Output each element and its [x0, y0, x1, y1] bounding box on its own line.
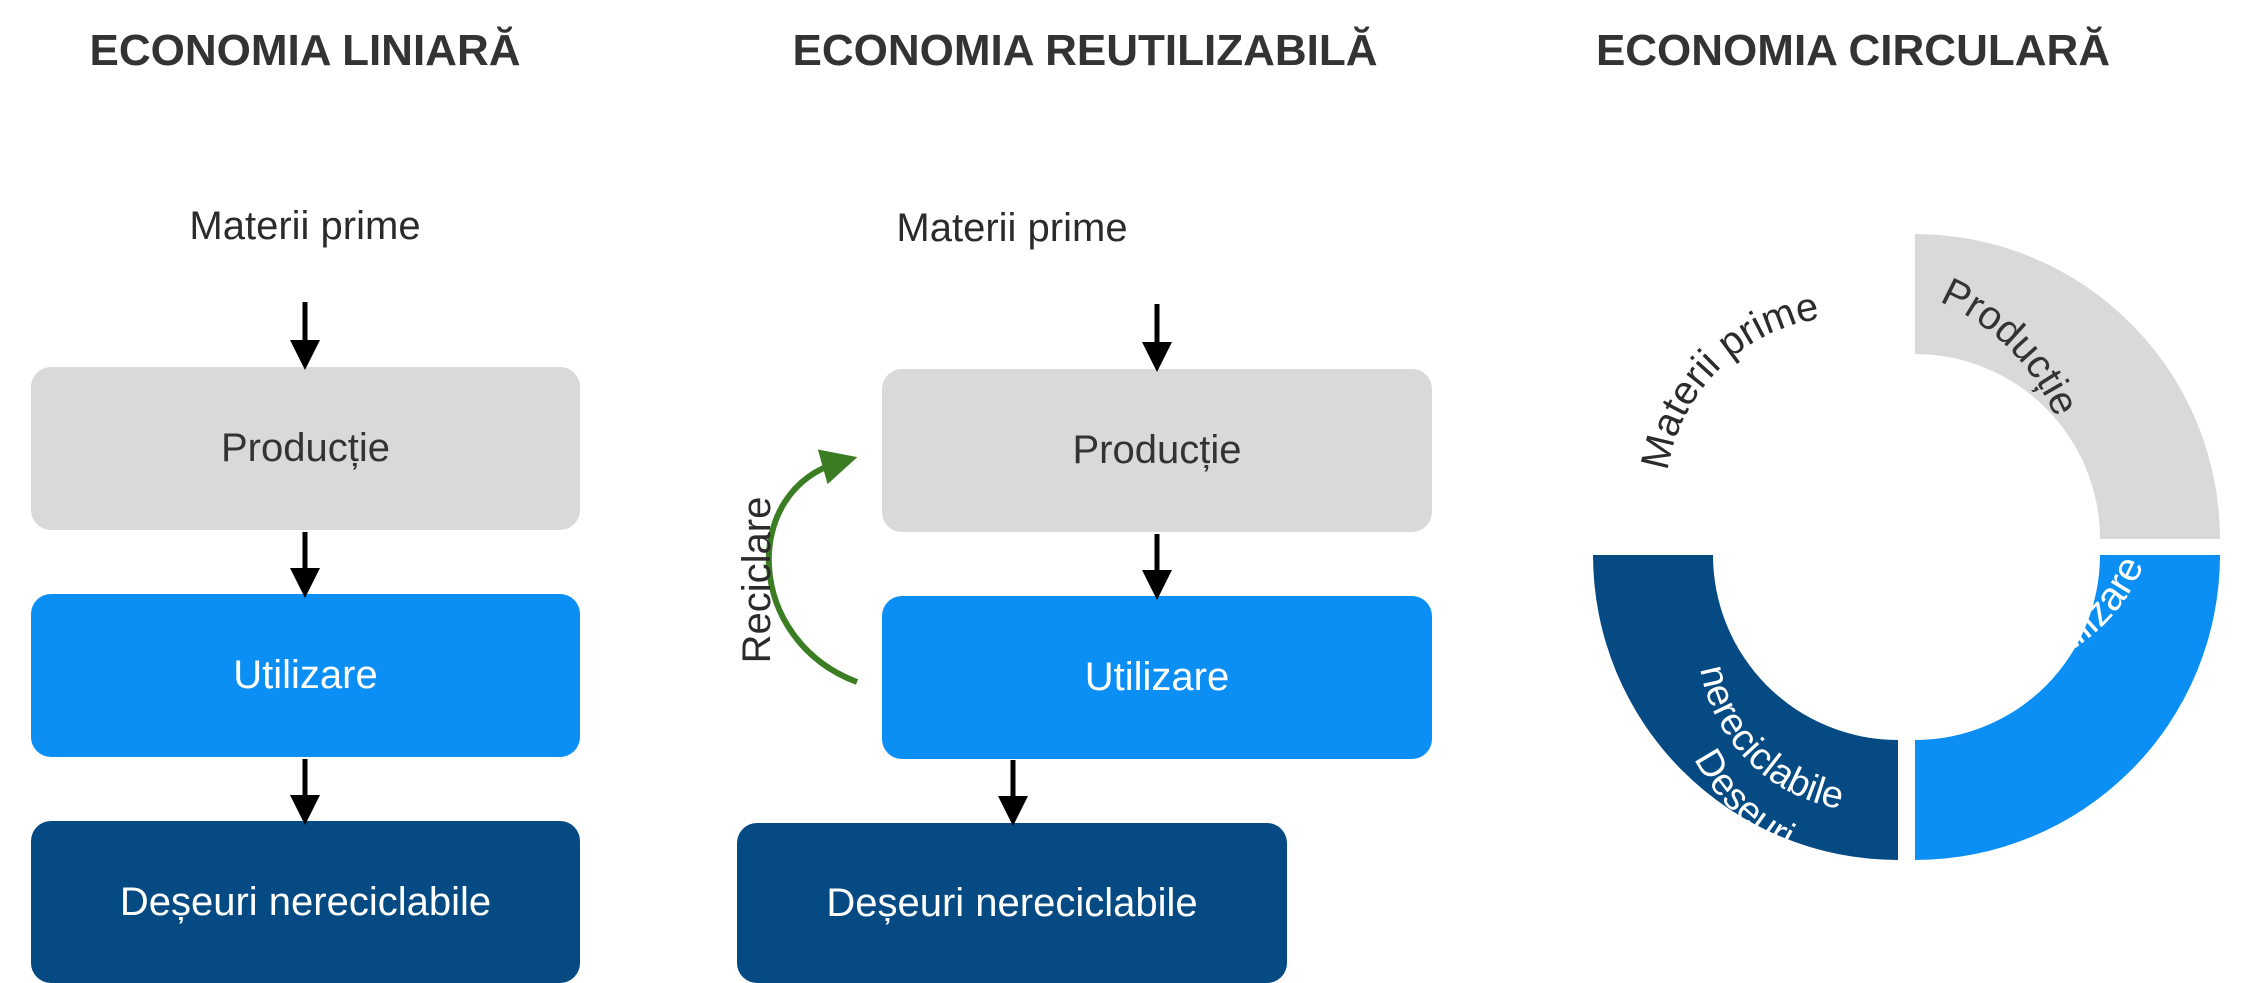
- reusable-waste-box: Deșeuri nereciclabile: [737, 823, 1287, 983]
- reusable-production-label: Producție: [1072, 428, 1242, 472]
- reusable-waste-label: Deșeuri nereciclabile: [826, 880, 1198, 925]
- linear-waste-label: Deșeuri nereciclabile: [119, 879, 492, 924]
- linear-use-label: Utilizare: [233, 653, 378, 697]
- use-segment: [1915, 555, 2220, 860]
- linear-economy-title: ECONOMIA LINIARĂ: [89, 26, 521, 75]
- reusable-raw-materials-label: Materii prime: [896, 206, 1128, 250]
- reusable-production-box: Producție: [882, 369, 1432, 532]
- reusable-use-label: Utilizare: [1084, 655, 1230, 699]
- linear-production-label: Producție: [221, 426, 390, 470]
- linear-production-box: Producție: [31, 367, 580, 530]
- reusable-use-box: Utilizare: [882, 596, 1432, 759]
- linear-use-box: Utilizare: [31, 594, 580, 757]
- raw-materials-segment-label: Materii prime: [1633, 284, 1822, 473]
- recycle-arrow: [765, 449, 859, 685]
- linear-waste-box: Deșeuri nereciclabile: [31, 821, 580, 983]
- circular-economy-title: ECONOMIA CIRCULARĂ: [1595, 26, 2111, 75]
- waste-segment: [1593, 555, 1898, 860]
- recycle-label: Reciclare: [735, 497, 779, 664]
- production-segment: [1915, 234, 2220, 539]
- reusable-economy-title: ECONOMIA REUTILIZABILĂ: [792, 26, 1378, 75]
- linear-raw-materials-label: Materii prime: [189, 204, 421, 248]
